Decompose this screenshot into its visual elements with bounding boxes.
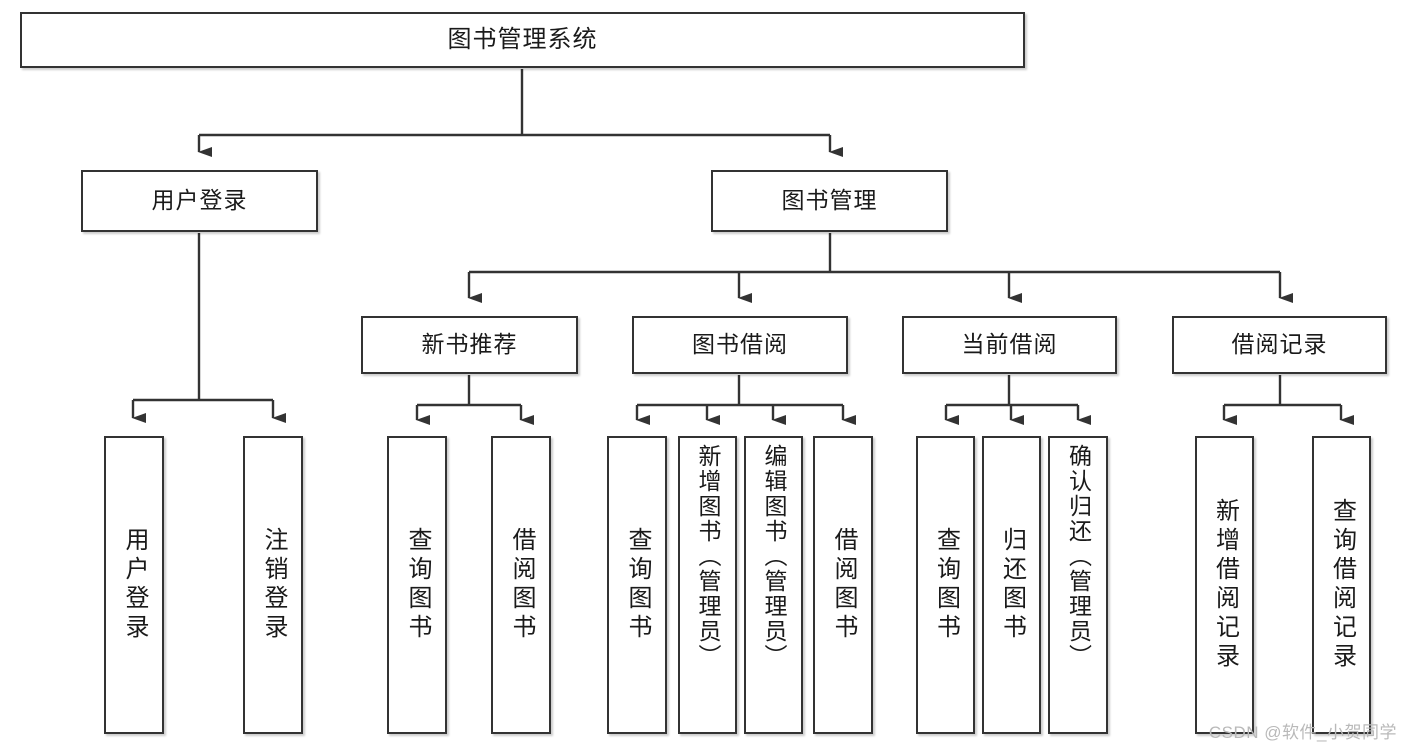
leaf-borrow-record-query-label: 查询借阅记录 (1328, 498, 1356, 672)
node-root[interactable]: 图书管理系统 (20, 12, 1025, 68)
node-book-management[interactable]: 图书管理 (711, 170, 948, 232)
leaf-new-book-query-label: 查询图书 (404, 527, 431, 643)
node-book-borrow-label: 图书借阅 (692, 331, 788, 358)
node-borrow-record[interactable]: 借阅记录 (1172, 316, 1387, 374)
node-user-login[interactable]: 用户登录 (81, 170, 318, 232)
leaf-current-borrow-return-label: 归还图书 (998, 527, 1026, 643)
node-book-borrow[interactable]: 图书借阅 (632, 316, 848, 374)
node-root-label: 图书管理系统 (447, 25, 598, 53)
leaf-book-borrow-borrow-label: 借阅图书 (830, 527, 857, 643)
leaf-borrow-record-query[interactable]: 查询借阅记录 (1312, 436, 1371, 734)
leaf-book-borrow-add-label: 新增图书（管理员） (695, 444, 721, 669)
leaf-book-borrow-edit-label: 编辑图书（管理员） (761, 444, 787, 669)
leaf-user-login-logout-label: 注销登录 (260, 527, 287, 643)
leaf-book-borrow-borrow[interactable]: 借阅图书 (813, 436, 873, 734)
leaf-current-borrow-return[interactable]: 归还图书 (982, 436, 1041, 734)
leaf-book-borrow-query[interactable]: 查询图书 (607, 436, 667, 734)
leaf-new-book-query[interactable]: 查询图书 (387, 436, 447, 734)
node-current-borrow-label: 当前借阅 (961, 331, 1058, 358)
leaf-user-login-login-label: 用户登录 (121, 527, 148, 643)
leaf-current-borrow-query[interactable]: 查询图书 (916, 436, 975, 734)
leaf-new-book-borrow[interactable]: 借阅图书 (491, 436, 551, 734)
leaf-current-borrow-query-label: 查询图书 (932, 527, 960, 643)
leaf-user-login-logout[interactable]: 注销登录 (243, 436, 303, 734)
node-book-management-label: 图书管理 (781, 187, 878, 214)
node-borrow-record-label: 借阅记录 (1231, 331, 1328, 358)
leaf-current-borrow-confirm-label: 确认归还（管理员） (1065, 444, 1092, 669)
node-new-book-recommend-label: 新书推荐 (421, 331, 518, 358)
leaf-user-login-login[interactable]: 用户登录 (104, 436, 164, 734)
watermark: CSDN @软件_小贺同学 (1208, 723, 1397, 742)
leaf-current-borrow-confirm[interactable]: 确认归还（管理员） (1048, 436, 1108, 734)
leaf-borrow-record-add[interactable]: 新增借阅记录 (1195, 436, 1254, 734)
leaf-book-borrow-query-label: 查询图书 (624, 527, 651, 643)
leaf-book-borrow-edit[interactable]: 编辑图书（管理员） (744, 436, 803, 734)
leaf-book-borrow-add[interactable]: 新增图书（管理员） (678, 436, 737, 734)
node-user-login-label: 用户登录 (151, 187, 248, 214)
node-new-book-recommend[interactable]: 新书推荐 (361, 316, 578, 374)
leaf-new-book-borrow-label: 借阅图书 (508, 527, 535, 643)
node-current-borrow[interactable]: 当前借阅 (902, 316, 1117, 374)
leaf-borrow-record-add-label: 新增借阅记录 (1211, 498, 1239, 672)
